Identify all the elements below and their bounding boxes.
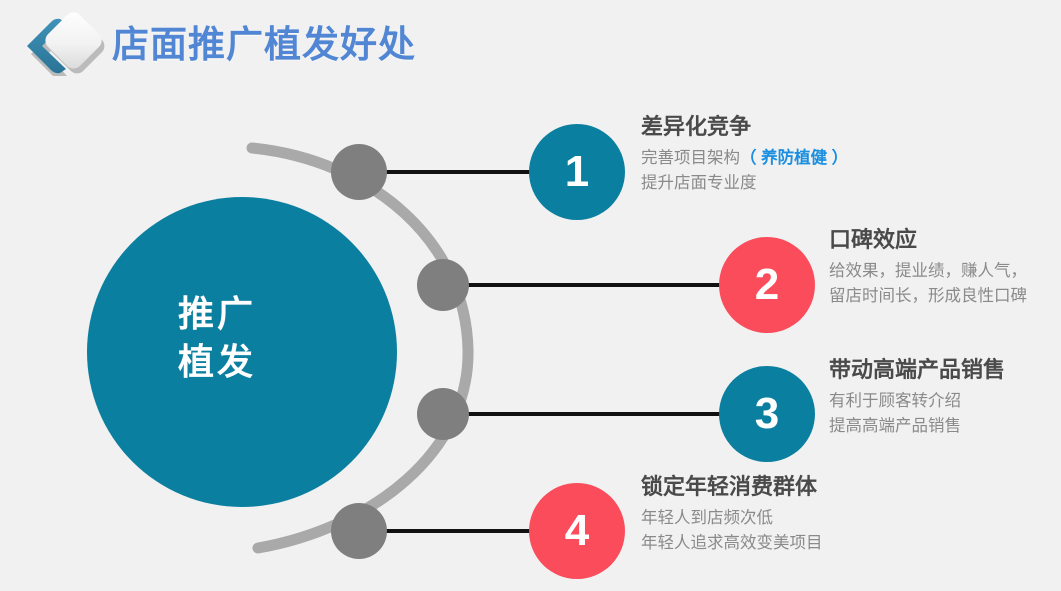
orbit-node-1	[331, 144, 387, 200]
step-heading-4: 锁定年轻消费群体	[641, 474, 818, 499]
step-circle-4	[529, 483, 625, 579]
step-body-1-line1-pre: 完善项目架构	[641, 148, 740, 167]
step-heading-1: 差异化竞争	[641, 114, 752, 139]
step-body-4-line1: 年轻人到店频次低	[641, 508, 773, 527]
step-circle-1	[529, 124, 625, 220]
orbit-node-3	[417, 388, 469, 440]
step-body-2-line1: 给效果，提业绩，赚人气，	[829, 261, 1027, 280]
step-text-block-1: 差异化竞争 完善项目架构（ 养防植健 ） 提升店面专业度	[641, 113, 848, 197]
step-circle-3	[719, 366, 815, 462]
step-text-block-2: 口碑效应 给效果，提业绩，赚人气， 留店时间长，形成良性口碑	[829, 226, 1027, 310]
step-circle-2	[719, 237, 815, 333]
step-body-4-line2: 年轻人追求高效变美项目	[641, 534, 823, 553]
step-body-1-line1: 完善项目架构（ 养防植健 ）	[641, 146, 848, 172]
step-body-2-line2: 留店时间长，形成良性口碑	[829, 287, 1027, 306]
hub-circle	[87, 197, 397, 507]
step-text-block-3: 带动高端产品销售 有利于顾客转介绍 提高高端产品销售	[829, 356, 1005, 440]
chevron-diamond-logo-icon	[8, 2, 112, 86]
step-heading-2: 口碑效应	[829, 227, 918, 252]
step-text-block-4: 锁定年轻消费群体 年轻人到店频次低 年轻人追求高效变美项目	[641, 473, 823, 557]
slide-header: 店面推广植发好处	[0, 0, 1061, 95]
orbit-node-2	[417, 259, 469, 311]
step-heading-3: 带动高端产品销售	[829, 357, 1006, 382]
step-body-1-line2: 提升店面专业度	[641, 174, 757, 193]
step-body-3-line1: 有利于顾客转介绍	[829, 391, 961, 410]
orbit-node-4	[331, 503, 387, 559]
page-title: 店面推广植发好处	[112, 24, 416, 65]
step-body-3-line2: 提高高端产品销售	[829, 417, 961, 436]
step-body-1-highlight: （ 养防植健 ）	[740, 148, 849, 167]
